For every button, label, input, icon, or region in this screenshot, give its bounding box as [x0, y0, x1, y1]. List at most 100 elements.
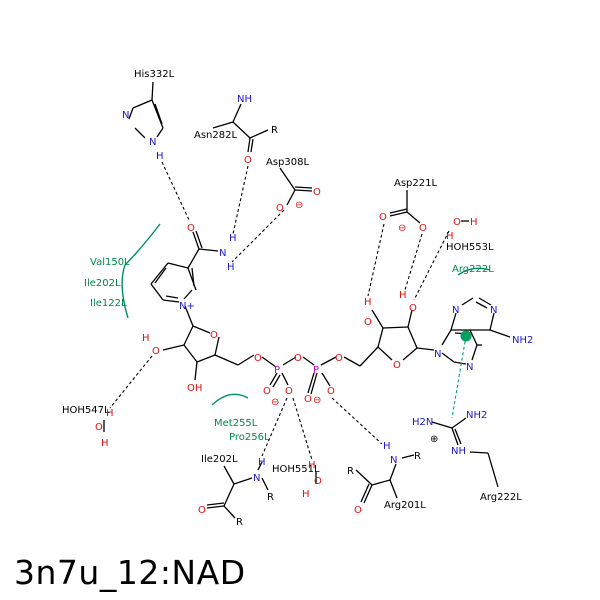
arg201-o: O [354, 505, 362, 516]
his332-ring [128, 81, 164, 139]
adenine-ring [441, 297, 511, 365]
phos-charge-1: ⊖ [271, 397, 279, 408]
asp308-o2: O [276, 203, 284, 214]
phosphorus-2: P [313, 365, 319, 376]
ile202-n: N [253, 473, 260, 484]
arg201-r1: R [414, 451, 421, 462]
nicotinamide-h1: H [229, 233, 237, 244]
ribose1-o2: O [152, 346, 160, 357]
asp221-bonds [389, 190, 421, 224]
nicotinamide-ring [150, 230, 219, 327]
arg222-top-arc [457, 267, 491, 276]
hoh547-label: HOH547L [62, 405, 110, 416]
ribose1-o: O [210, 330, 218, 341]
hoh553-h1: H [470, 217, 478, 228]
asp308-label: Asp308L [266, 157, 309, 168]
adenine-n7: N [466, 362, 473, 373]
adenine-n3: N [452, 305, 459, 316]
phos-o6: O [304, 394, 312, 405]
phos-o1: O [254, 353, 262, 364]
ribose2-h1: H [364, 297, 372, 308]
asn282-bonds [212, 103, 269, 153]
arg201-label: Arg201L [384, 500, 426, 511]
asp221-o2: O [419, 223, 427, 234]
ribose2-h2: H [399, 290, 407, 301]
pyridinium-n: N+ [179, 301, 195, 312]
hoh547-h2: H [101, 438, 109, 449]
his332-label: His332L [134, 69, 175, 80]
ribose2-o2: O [364, 317, 372, 328]
nicotinamide-o: O [187, 223, 195, 234]
met-pro-arc [211, 393, 249, 406]
hoh553-label: HOH553L [446, 242, 494, 253]
page-title: 3n7u_12:NAD [14, 553, 246, 592]
hoh547-h1: H [106, 408, 114, 419]
asp221-o1: O [379, 212, 387, 223]
arg201-r2: R [347, 466, 354, 477]
his-n1: N [122, 110, 129, 121]
his-n2: N [149, 137, 156, 148]
asn-o: O [244, 155, 252, 166]
arg222-charge: ⊕ [430, 434, 438, 445]
arg201-n: N [390, 455, 397, 466]
hoh547-o: O [95, 422, 103, 433]
phos-o5: O [285, 386, 293, 397]
met255-label: Met255L [214, 418, 258, 429]
nicotinamide-h2: H [227, 262, 235, 273]
ribose2-o: O [393, 360, 401, 371]
asn-nh: NH [237, 94, 252, 105]
asp308-bonds [279, 167, 313, 206]
ribose1-h: H [142, 333, 150, 344]
hydrogen-bonds [109, 161, 450, 461]
phos-o4: O [263, 386, 271, 397]
ribose-1 [162, 325, 255, 381]
phos-o7: O [327, 386, 335, 397]
asp308-o1: O [313, 187, 321, 198]
arg201-bonds [355, 454, 415, 504]
ile202-bottom-bonds [206, 461, 269, 519]
ile202-bottom-label: Ile202L [201, 454, 238, 465]
arg201-h: H [383, 441, 391, 452]
nicotinamide-n: N [219, 248, 226, 259]
ribose-2 [359, 309, 435, 367]
hoh553-h2: H [446, 231, 454, 242]
arg222-nh2: NH2 [466, 410, 487, 421]
arg222-top-label: Arg222L [452, 264, 494, 275]
ribose2-o3: O [409, 303, 417, 314]
phos-charge-2: ⊖ [313, 395, 321, 406]
phos-o-bridge: O [294, 353, 302, 364]
ile202-r1: R [267, 492, 274, 503]
asn282-label: Asn282L [194, 130, 237, 141]
phos-o3: O [335, 353, 343, 364]
asp221-label: Asp221L [394, 178, 437, 189]
hoh551-o: O [314, 476, 322, 487]
ile202-top-label: Ile202L [84, 278, 121, 289]
arg222-bottom-bonds [431, 417, 499, 488]
adenine-nh2: NH2 [512, 335, 533, 346]
adenine-n1: N [490, 305, 497, 316]
ile122-label: Ile122L [90, 298, 127, 309]
arg222-bottom-label: Arg222L [480, 492, 522, 503]
asp221-charge: ⊖ [398, 223, 406, 234]
phosphate-chain [261, 356, 361, 395]
ile202-o: O [198, 505, 206, 516]
ile202-r2: R [236, 517, 243, 528]
hoh551-h2: H [302, 489, 310, 500]
ribose1-oh: OH [187, 383, 202, 394]
hoh553-o: O [453, 217, 461, 228]
ile202-h: H [258, 457, 266, 468]
pi-cation-contact [451, 335, 467, 419]
adenine-n9: N [434, 349, 441, 360]
left-hydrophobic-arc [121, 223, 161, 319]
phosphorus-1: P [274, 365, 280, 376]
arg222-h2n: H2N [412, 417, 433, 428]
asn-r: R [271, 125, 278, 136]
val150-label: Val150L [90, 257, 130, 268]
hoh551-label: HOH551L [272, 464, 320, 475]
pro256-label: Pro256L [229, 432, 270, 443]
his-h: H [156, 151, 164, 162]
hoh551-h1: H [308, 460, 316, 471]
arg222-nh: NH [451, 446, 466, 457]
asp308-charge: ⊖ [295, 200, 303, 211]
